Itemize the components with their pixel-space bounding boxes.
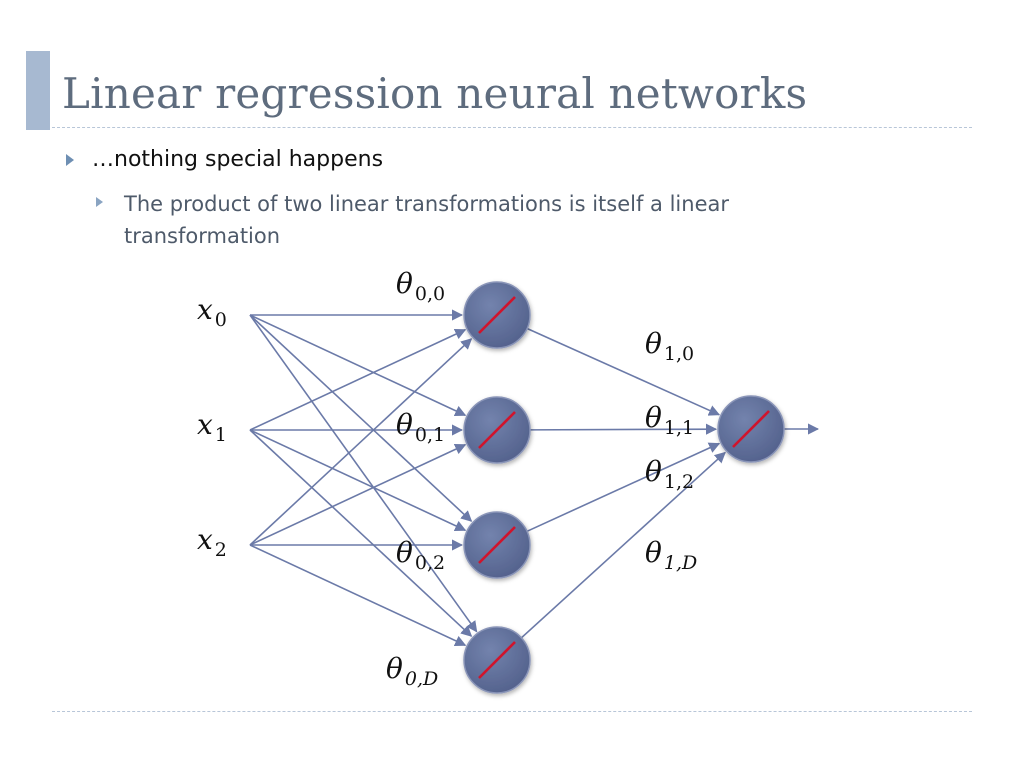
- linear-activation-icon: [478, 526, 516, 564]
- bullet-marker-icon: [66, 154, 74, 166]
- edge-input2-hidden0: [249, 338, 473, 546]
- edge-input0-hidden1: [249, 314, 467, 417]
- edge-input2-hidden3: [249, 544, 467, 647]
- edge-input1-hidden3: [249, 429, 473, 637]
- bullet-level1: …nothing special happens: [92, 147, 384, 172]
- footer-divider: [52, 711, 972, 712]
- hidden-node-1: [463, 396, 531, 464]
- title-accent-bar: [26, 51, 50, 130]
- edge-hidden2-output: [526, 442, 721, 533]
- hidden-node-2: [463, 511, 531, 579]
- hidden-node-3: [463, 626, 531, 694]
- linear-activation-icon: [732, 410, 770, 448]
- title-divider: [52, 127, 972, 128]
- hidden-node-0: [463, 281, 531, 349]
- edge-input2-hidden1: [249, 443, 467, 546]
- edge-input1-hidden2: [249, 429, 467, 532]
- linear-activation-icon: [478, 411, 516, 449]
- sub-bullet-marker-icon: [96, 197, 103, 207]
- edge-hidden0-output: [526, 327, 721, 416]
- edge-input0-hidden2: [249, 314, 473, 522]
- edge-input1-hidden0: [249, 328, 467, 431]
- edge-hidden1-output: [529, 423, 718, 435]
- bullet-level2: The product of two linear transformation…: [124, 192, 729, 248]
- linear-activation-icon: [478, 641, 516, 679]
- edge-hidden3-output: [520, 451, 726, 639]
- edge-input0-hidden3: [249, 314, 478, 633]
- output-node: [717, 395, 785, 463]
- linear-activation-icon: [478, 296, 516, 334]
- slide-title: Linear regression neural networks: [62, 69, 808, 118]
